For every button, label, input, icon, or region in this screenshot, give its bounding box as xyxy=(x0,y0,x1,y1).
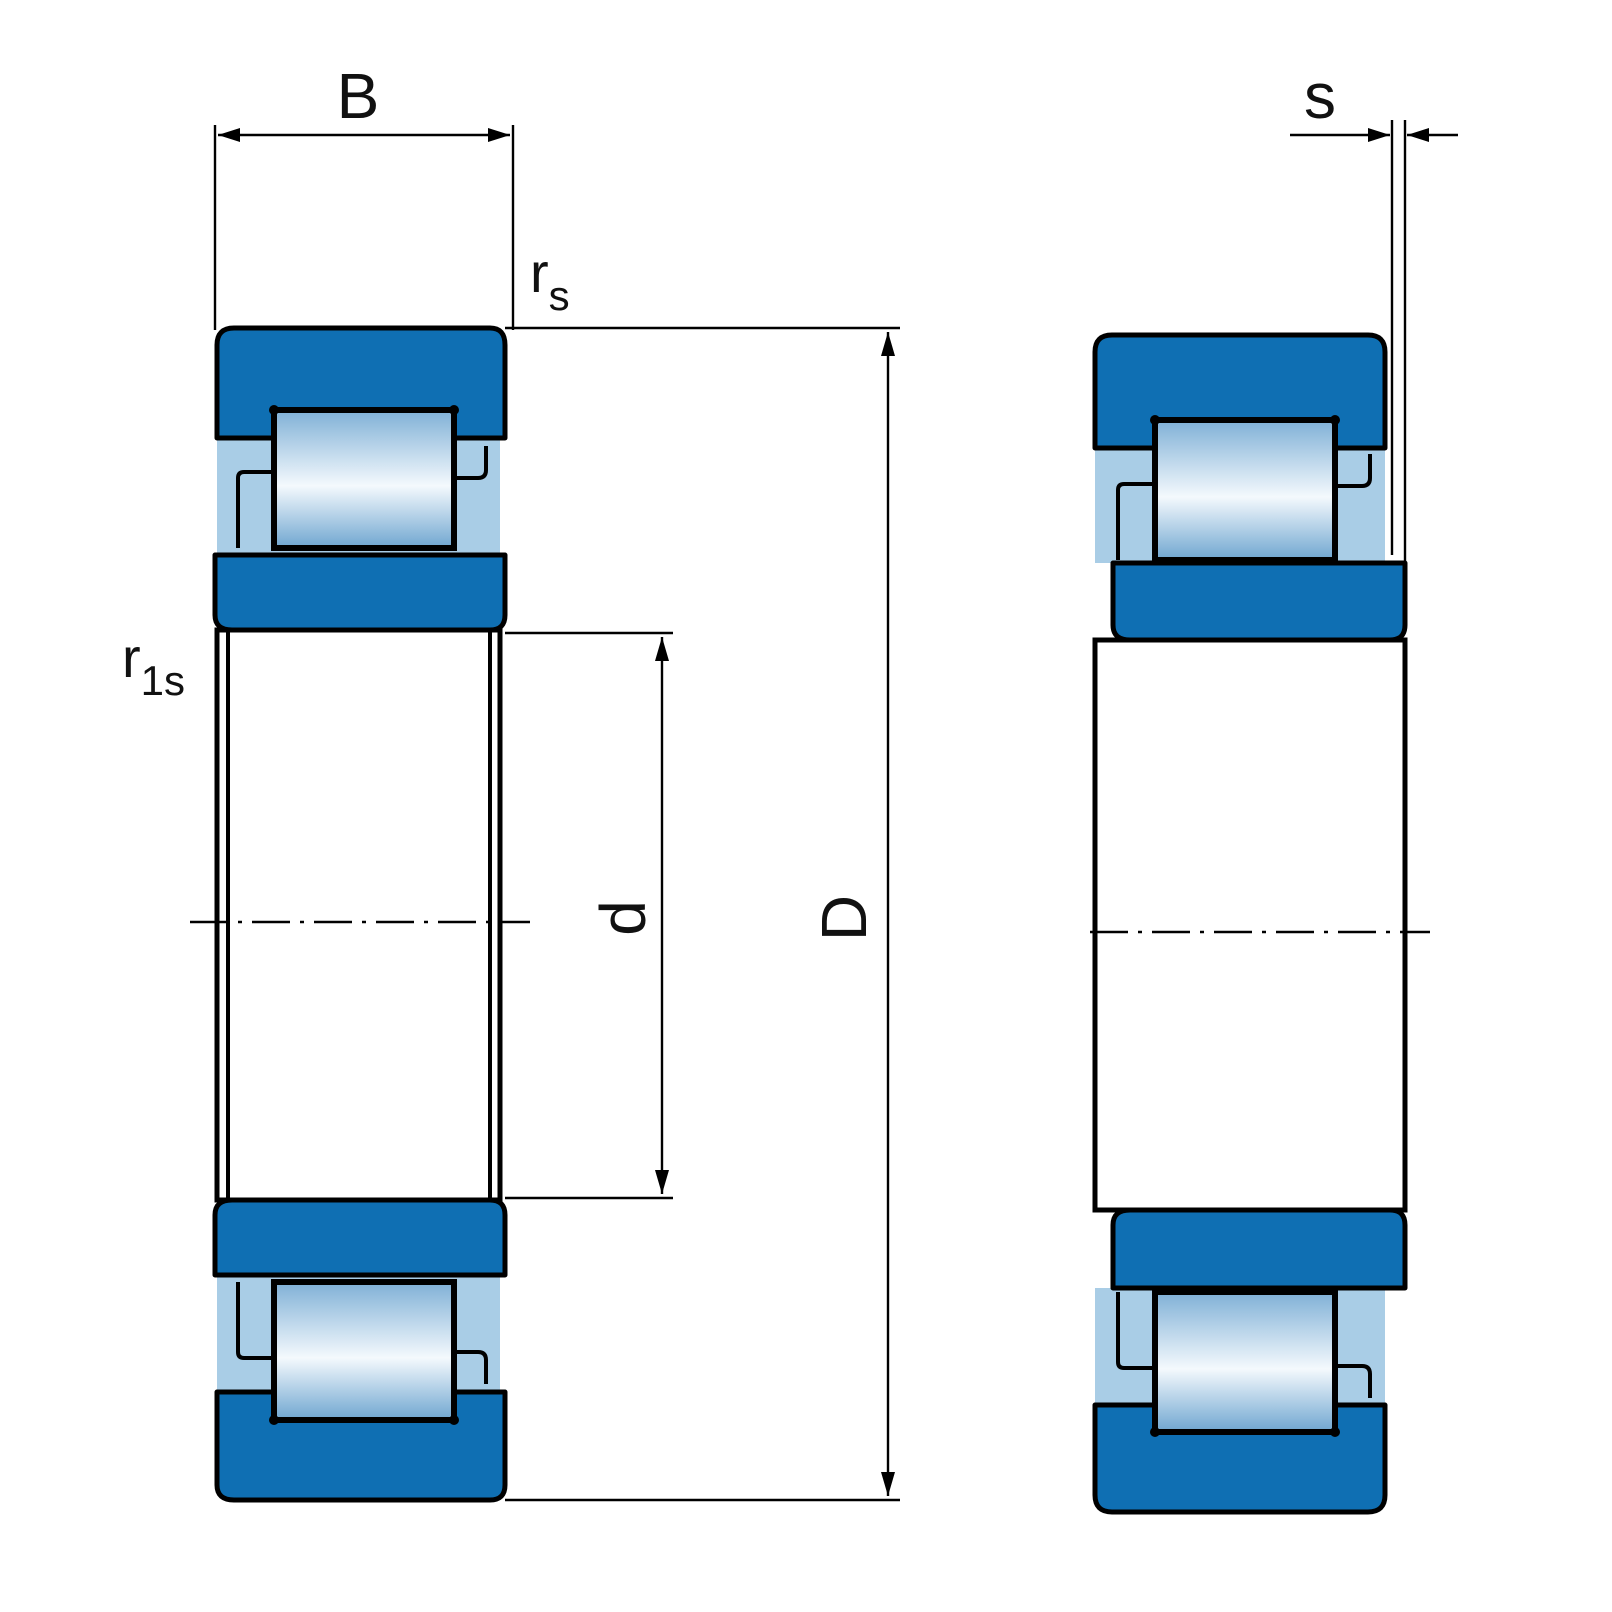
right-top-inner-ring xyxy=(1110,560,1408,643)
label-s: s xyxy=(1304,60,1336,132)
right-bore xyxy=(1092,637,1408,1213)
right-top-roller xyxy=(1152,417,1338,563)
left-top-roller xyxy=(271,407,457,551)
left-bottom-inner-ring xyxy=(212,1197,508,1278)
label-rs: rs xyxy=(530,241,570,319)
label-D: D xyxy=(808,895,880,941)
right-bottom-inner-ring xyxy=(1110,1207,1408,1291)
dimension-B xyxy=(213,125,515,330)
left-bottom-roller xyxy=(271,1279,457,1423)
label-d: d xyxy=(587,900,659,936)
label-r1s: r1s xyxy=(122,626,185,704)
dimension-d xyxy=(505,631,673,1200)
dimension-D xyxy=(505,326,900,1502)
left-bore xyxy=(214,627,503,1203)
left-bearing-section xyxy=(190,325,530,1503)
label-B: B xyxy=(337,60,380,132)
right-bearing-section xyxy=(1090,332,1430,1515)
left-top-inner-ring xyxy=(212,552,508,633)
dimension-s xyxy=(1290,120,1458,563)
right-bottom-roller xyxy=(1152,1289,1338,1435)
